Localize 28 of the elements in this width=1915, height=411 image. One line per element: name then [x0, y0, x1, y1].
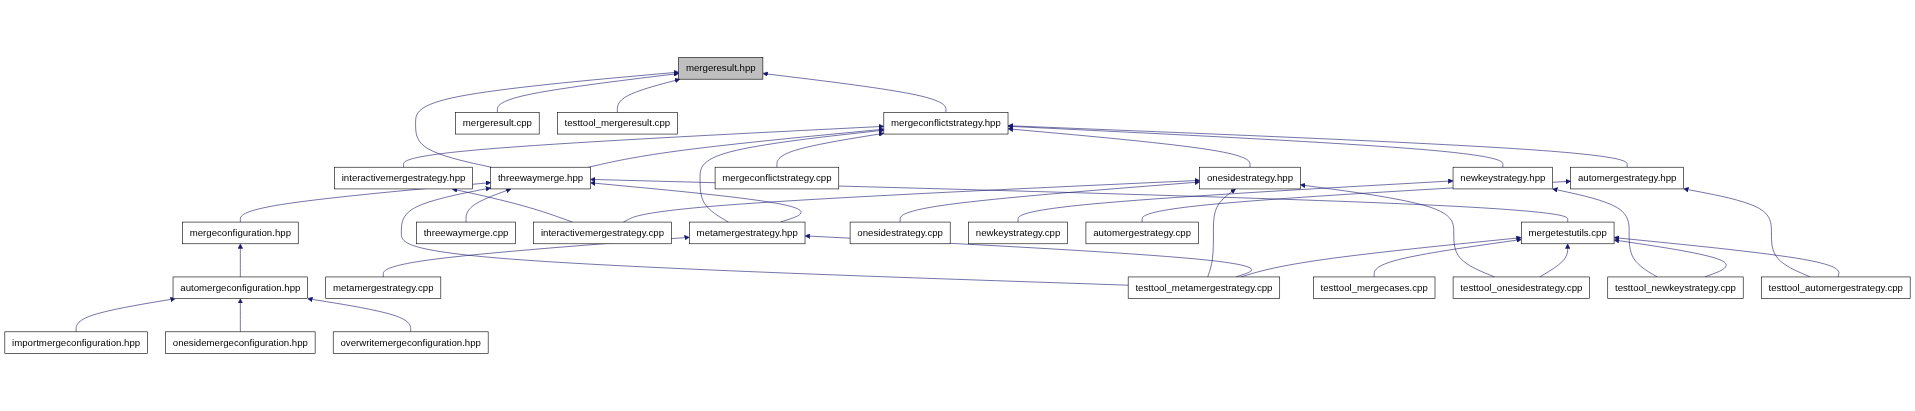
node-box: automergeconfiguration.hpp: [172, 276, 308, 299]
node-box: automergestrategy.hpp: [1570, 166, 1684, 190]
node-box: onesidestrategy.cpp: [849, 221, 951, 245]
node-box: threewaymerge.hpp: [490, 166, 591, 190]
node-box: interactivemergestrategy.cpp: [533, 221, 672, 245]
node-box: newkeystrategy.hpp: [1452, 166, 1553, 190]
node-box: mergetestutils.cpp: [1521, 221, 1615, 245]
node-box: testtool_mergecases.cpp: [1313, 276, 1436, 299]
node-box: newkeystrategy.cpp: [968, 221, 1068, 245]
node-box: metamergestrategy.cpp: [325, 276, 442, 299]
node-box: threewaymerge.cpp: [416, 221, 516, 245]
node-box: mergeconflictstrategy.hpp: [883, 112, 1009, 135]
node-box: mergeresult.cpp: [455, 112, 540, 135]
node-box: importmergeconfiguration.hpp: [4, 331, 148, 354]
node-box: mergeresult.hpp: [678, 57, 764, 80]
node-box: onesidemergeconfiguration.hpp: [165, 331, 316, 354]
node-box: testtool_newkeystrategy.cpp: [1607, 276, 1744, 299]
node-box: testtool_automergestrategy.cpp: [1761, 276, 1911, 299]
node-box: testtool_mergeresult.cpp: [557, 112, 678, 135]
node-box: onesidestrategy.hpp: [1199, 166, 1301, 190]
node-box: mergeconfiguration.hpp: [182, 221, 299, 245]
node-box: mergeconflictstrategy.cpp: [714, 166, 840, 190]
node-box: automergestrategy.cpp: [1085, 221, 1199, 245]
node-box: interactivemergestrategy.hpp: [334, 166, 473, 190]
node-box: testtool_onesidestrategy.cpp: [1452, 276, 1590, 299]
node-box: metamergestrategy.hpp: [689, 221, 806, 245]
node-box: overwritemergeconfiguration.hpp: [332, 331, 489, 354]
node-box: testtool_metamergestrategy.cpp: [1127, 276, 1280, 299]
